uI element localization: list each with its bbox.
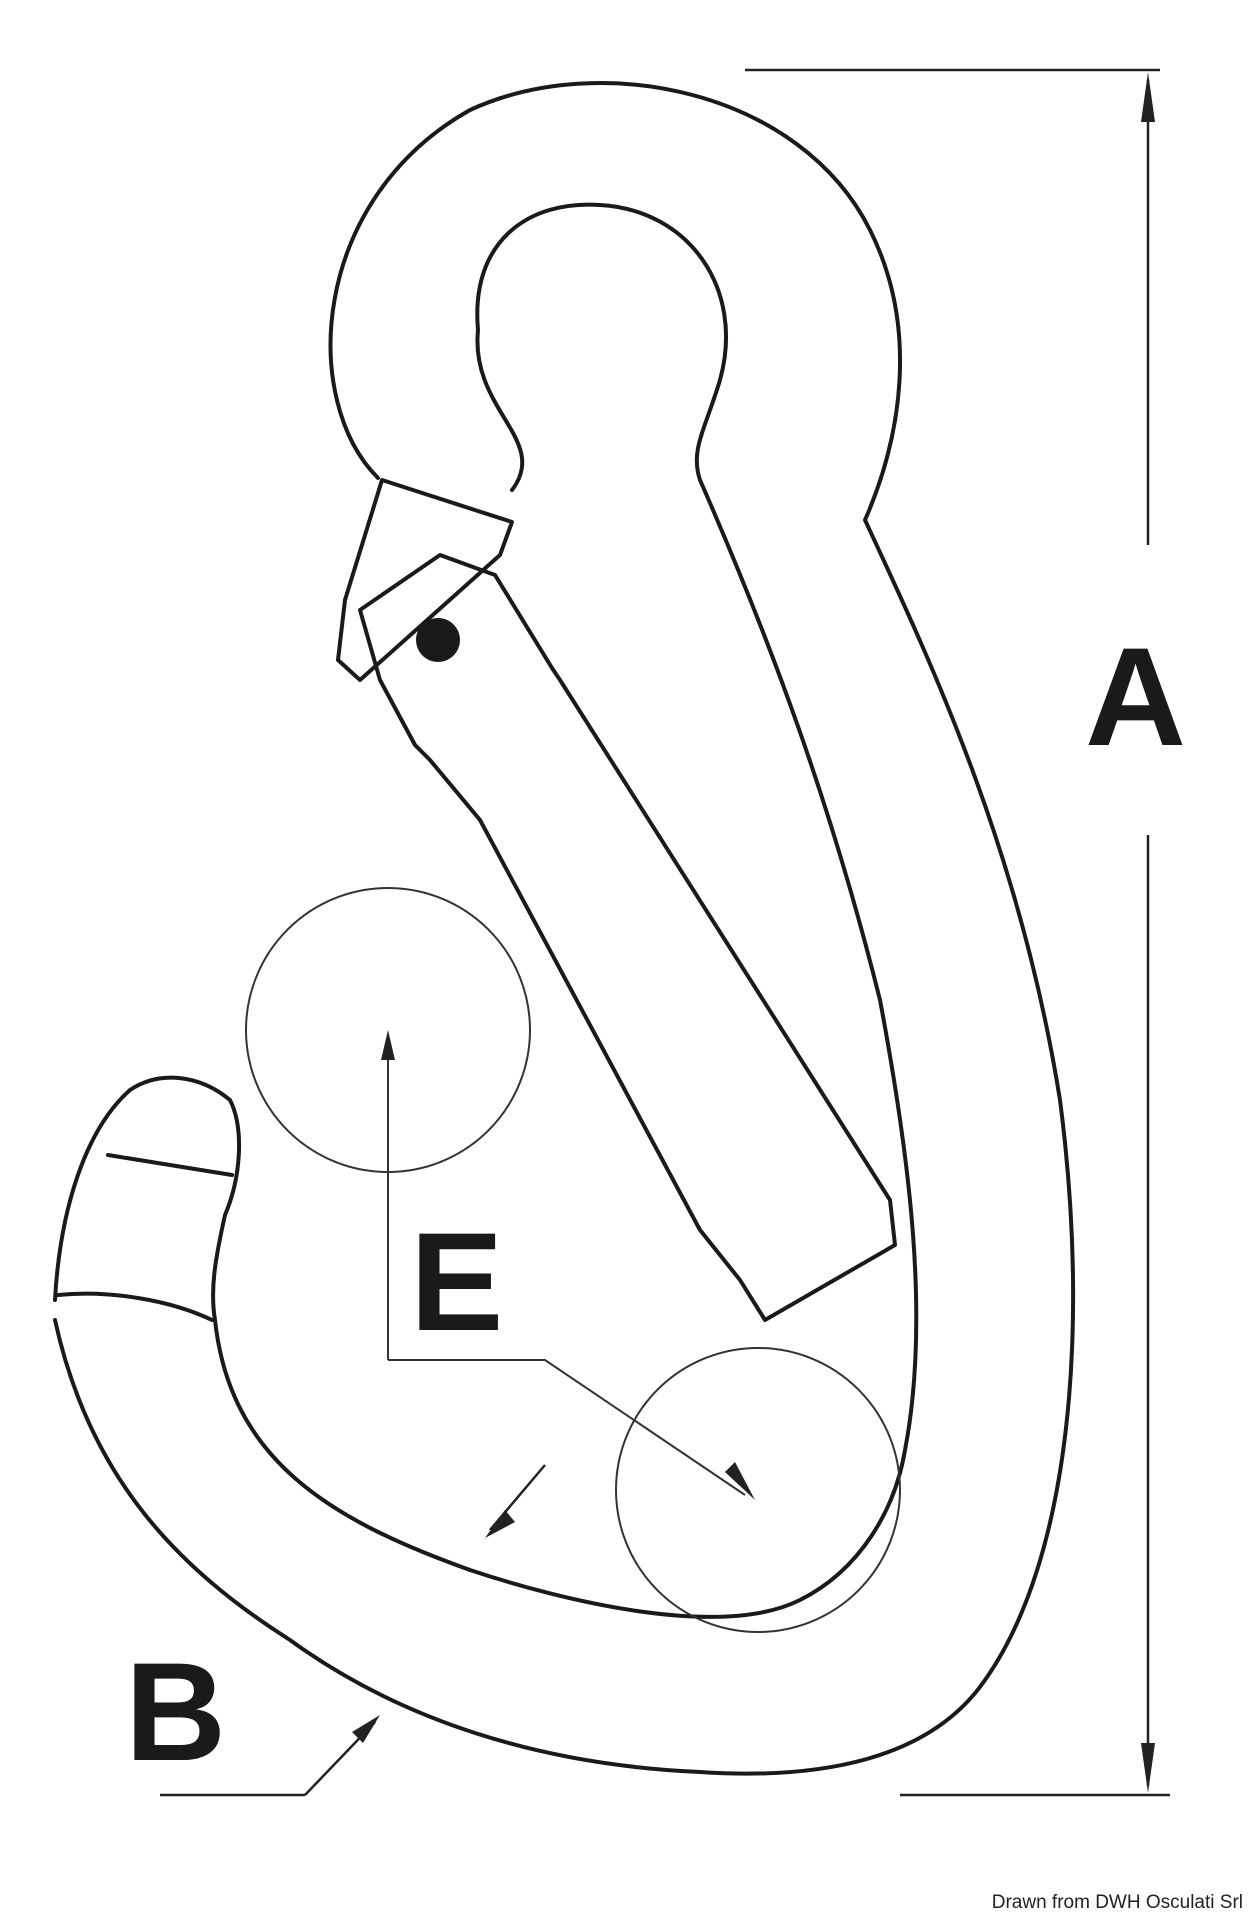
label-e: E — [410, 1203, 503, 1360]
b-arrow-inner — [485, 1510, 515, 1538]
hook-outer-outline — [53, 81, 1076, 1776]
hook-nose-notch-lower — [56, 1291, 214, 1322]
hook-body — [53, 81, 1076, 1776]
label-a: A — [1085, 618, 1186, 775]
gate-bar — [358, 553, 897, 1322]
rope-circles — [245, 887, 901, 1633]
dimension-b: B — [125, 1464, 546, 1797]
credit-text: Drawn from DWH Osculati Srl — [991, 1892, 1243, 1913]
rope-circle-lower — [615, 1347, 901, 1633]
b-arrow-outer — [352, 1715, 380, 1743]
hook-nose-notch-upper — [106, 1153, 234, 1177]
hook-inner-outline — [213, 202, 919, 1619]
gate-hinge-housing — [336, 478, 514, 682]
hook-nose — [53, 1075, 242, 1322]
a-arrow-top — [1141, 72, 1155, 122]
gate — [336, 478, 897, 1322]
dimension-a: A — [745, 68, 1186, 1797]
gate-pin — [416, 618, 460, 662]
e-arrow-down — [725, 1462, 755, 1500]
label-b: B — [125, 1633, 226, 1790]
e-arrow-up — [381, 1030, 395, 1060]
a-arrow-bottom — [1141, 1743, 1155, 1793]
e-leader-line — [387, 1040, 746, 1496]
